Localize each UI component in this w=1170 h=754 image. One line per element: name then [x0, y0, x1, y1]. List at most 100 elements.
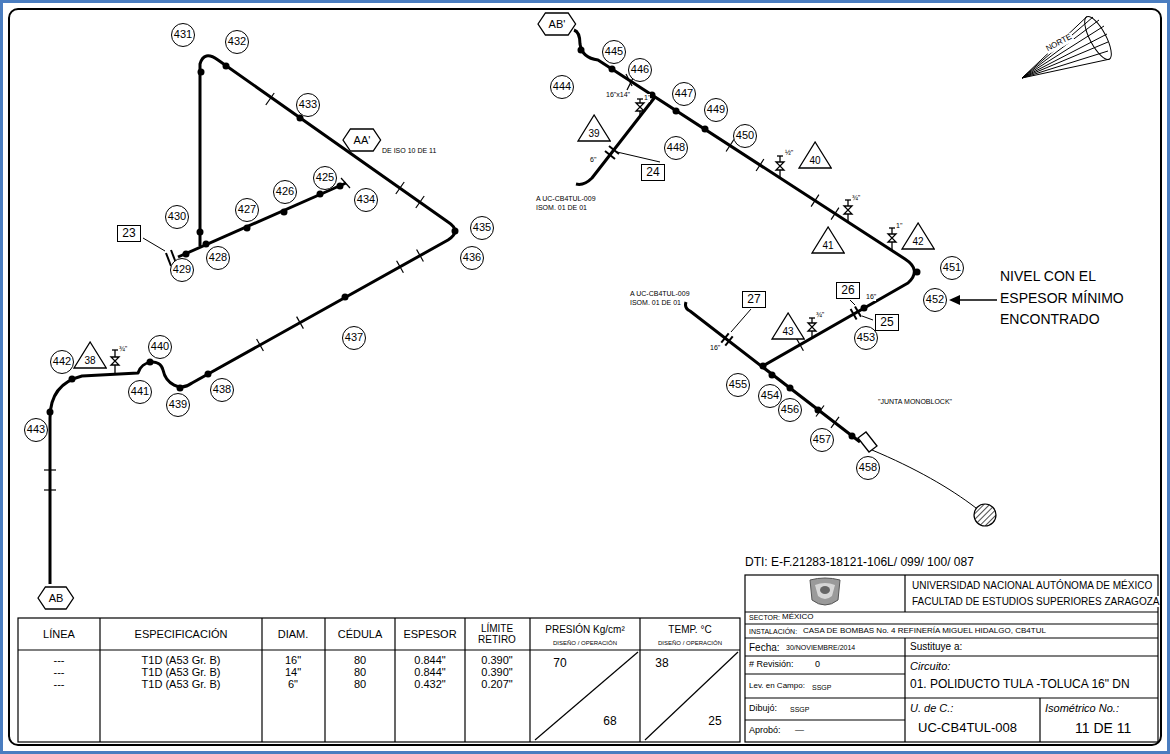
pipe — [686, 302, 861, 442]
pipe-annotation: DE ISO 10 DE 11 — [382, 147, 436, 155]
compass-label: NORTE — [1044, 32, 1074, 54]
title-block-text: 01. POLIDUCTO TULA -TOLUCA 16" DN — [910, 678, 1130, 691]
leader-line — [862, 316, 873, 320]
table-cell: 80 — [354, 654, 366, 666]
university-crest — [810, 578, 840, 605]
node-outline — [74, 342, 106, 368]
pipe — [50, 30, 914, 584]
node-label: 40 — [809, 156, 820, 166]
table-cell: DISEÑO / OPERACIÓN — [553, 640, 617, 647]
title-block-text: FACULTAD DE ESTUDIOS SUPERIORES ZARAGOZA — [912, 596, 1159, 607]
pipe-tick — [816, 406, 824, 417]
table-cell: 0.844" — [414, 654, 445, 666]
pipe-tick — [756, 159, 764, 171]
pipe-tick — [266, 93, 274, 105]
pipe-dot — [861, 305, 868, 312]
title-block-grid — [745, 623, 1158, 624]
university-crest — [820, 586, 830, 594]
table-grid — [18, 649, 740, 650]
title-block-grid — [745, 719, 905, 720]
leader-line — [143, 238, 165, 251]
leader-line — [850, 300, 855, 305]
node-label: 26 — [841, 284, 854, 296]
title-block-text: Lev. en Campo: — [749, 682, 805, 691]
callout-circle: 443 — [24, 418, 48, 442]
table-cell: 70 — [553, 657, 566, 670]
title-block-text: Isométrico No.: — [1045, 702, 1119, 714]
node-label: AA' — [354, 135, 371, 146]
pipe-tick — [811, 195, 819, 207]
node-label: 24 — [646, 166, 659, 178]
table-cell: 0.432" — [414, 678, 445, 690]
pointer-arrow — [949, 295, 960, 305]
valve-symbol — [605, 151, 615, 159]
pipe-dot — [47, 47, 921, 440]
table-grid — [261, 618, 262, 742]
node-label: 425 — [316, 172, 334, 183]
pipe-annotation: "JUNTA MONOBLOCK" — [878, 398, 952, 406]
pipe-tick — [44, 469, 56, 470]
table-cell: PRESIÓN Kg/cm² — [545, 624, 624, 635]
vent-valve — [112, 349, 118, 350]
callout-circle: 434 — [354, 188, 378, 212]
university-crest — [810, 578, 840, 605]
node-outline — [578, 115, 610, 141]
vent-triangle: 42 — [901, 222, 935, 250]
valve-tag-box: 25 — [875, 314, 898, 331]
continuation-hexagon: AB — [37, 586, 74, 610]
vent-valve — [637, 98, 643, 99]
table-cell: LÍMITE RETIRO — [471, 623, 523, 645]
pipe-annotation: A UC-CB4TUL-009 — [630, 290, 690, 298]
node-outline — [812, 227, 844, 253]
valve-tag-box: 27 — [742, 291, 765, 308]
node-label: 436 — [463, 252, 481, 263]
node-outline — [343, 129, 381, 151]
table-cell: DIAM. — [278, 628, 309, 640]
pipe-dot — [177, 385, 184, 392]
north-compass — [1022, 13, 1116, 78]
table-cell: --- — [54, 678, 65, 690]
pipe-tick — [297, 317, 304, 329]
callout-circle: 439 — [166, 393, 190, 417]
callout-circle: 449 — [704, 98, 728, 122]
title-block-grid — [745, 637, 1158, 638]
pipe-dot — [673, 108, 680, 115]
pipe — [50, 56, 455, 584]
node-label: 442 — [53, 356, 71, 367]
node-label: 458 — [859, 462, 877, 473]
pipe-annotation: ¾" — [119, 345, 127, 353]
node-label: 27 — [747, 293, 760, 305]
north-compass — [1022, 20, 1099, 78]
pointer-arrow — [958, 299, 997, 301]
monoblock-joint — [858, 432, 877, 452]
table-cell: 25 — [708, 715, 721, 728]
callout-circle: 438 — [210, 378, 234, 402]
callout-circle: 428 — [206, 246, 230, 270]
monoblock-joint — [858, 432, 996, 526]
vent-valve — [845, 199, 851, 200]
node-label: 453 — [857, 332, 875, 343]
node-label: 440 — [151, 341, 169, 352]
pipe-dot — [342, 294, 349, 301]
vent-triangle: 40 — [798, 141, 832, 169]
node-label: 441 — [131, 386, 149, 397]
table-cell: 0.390" — [481, 654, 512, 666]
callout-circle: 436 — [460, 246, 484, 270]
table-cell: 0.844" — [414, 666, 445, 678]
pipe-dot — [203, 241, 210, 248]
table-grid — [464, 618, 465, 742]
table-cell: T1D (A53 Gr. B) — [142, 678, 221, 690]
pipe-annotation: 1" — [644, 94, 650, 102]
pipe-tick — [417, 250, 424, 262]
node-label: 432 — [228, 36, 246, 47]
pipe-tick — [397, 261, 404, 273]
title-block-grid — [904, 638, 905, 742]
callout-circle: 431 — [171, 23, 195, 47]
pipe-tick — [396, 182, 404, 194]
node-label: 43 — [782, 327, 793, 337]
node-label: 446 — [631, 64, 649, 75]
title-block-text: 0 — [815, 660, 820, 670]
monoblock-joint — [872, 450, 976, 508]
continuation-hexagon: AA' — [342, 128, 382, 152]
